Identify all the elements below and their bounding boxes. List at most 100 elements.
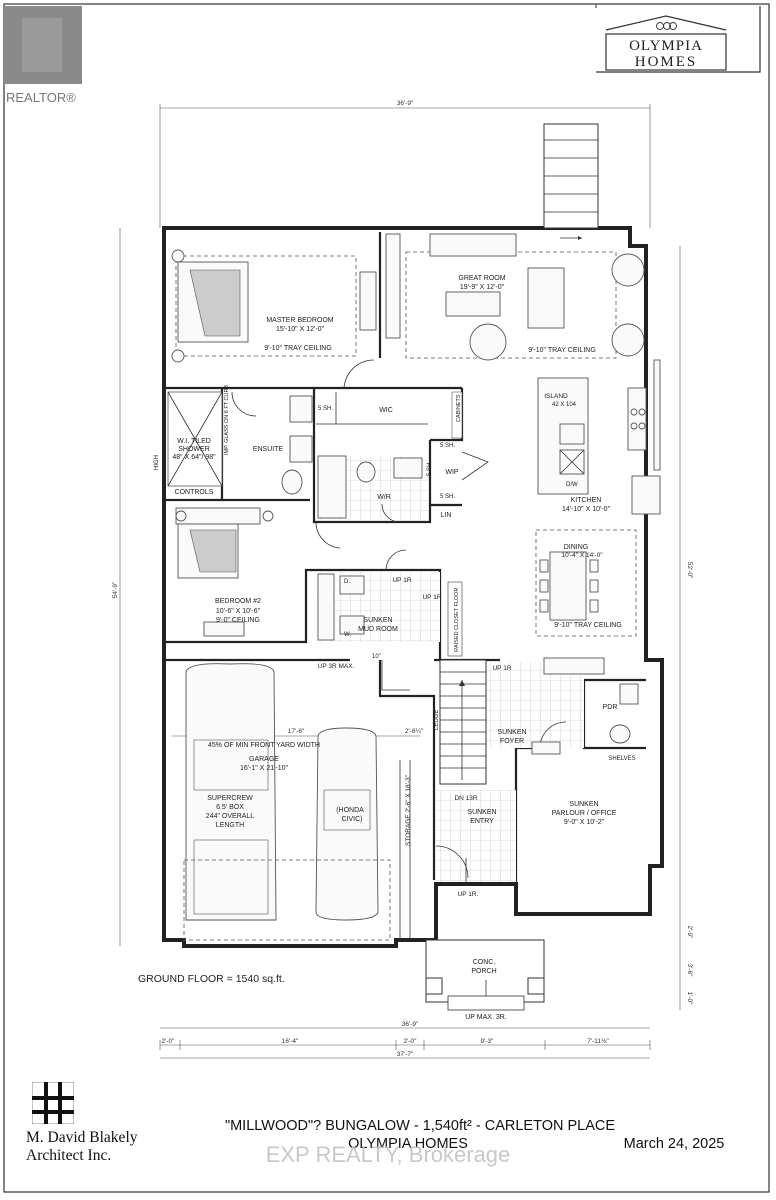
- up1r-label-a: UP 1R: [392, 577, 411, 584]
- shower-line2: SHOWER: [178, 446, 210, 453]
- wr-fixtures: [317, 455, 423, 523]
- mudroom-line2: MUD ROOM: [358, 626, 398, 633]
- shower-line3: 48" X 64"/ 98": [172, 454, 216, 461]
- bedroom2-ceiling: 9'-0" CEILING: [216, 617, 260, 624]
- dim-right-seg-3: 1'-0": [686, 992, 693, 1006]
- mudroom-tile: [316, 572, 440, 642]
- parlour-line1: SUNKEN: [569, 801, 598, 808]
- up-max-3r-label: UP MAX. 3R.: [465, 1014, 507, 1021]
- high-label: HIGH: [154, 455, 160, 470]
- dim-bottom-seg-2: 16'-4": [282, 1038, 299, 1045]
- dim-right-seg-1: 2'-9": [686, 926, 693, 940]
- kitchen-fixtures: [537, 359, 661, 515]
- pdr-fixtures: [609, 683, 639, 744]
- ensuite-fixtures: [167, 391, 313, 495]
- front-yard-note: 45% OF MIN FRONT YARD WIDTH: [208, 742, 320, 749]
- truck-line3: 244" OVERALL: [206, 813, 255, 820]
- truck-line1: SUPERCREW: [207, 795, 253, 802]
- dim-left: 54'-9": [112, 581, 119, 598]
- architect-logo: [28, 1078, 78, 1128]
- exterior-walls: [162, 226, 664, 948]
- ledge-label: LEDGE: [434, 710, 440, 730]
- sh5-label-b: 5 SH.: [440, 443, 455, 449]
- dw-label: D/W: [566, 482, 578, 488]
- up1r-label-b: UP 1R: [422, 594, 441, 601]
- sh5-label-d: 5 SH.: [440, 494, 455, 500]
- garage-name: GARAGE: [249, 756, 279, 763]
- car-line1: (HONDA: [336, 807, 364, 814]
- architect-line2: Architect Inc.: [26, 1147, 111, 1164]
- logo-line2: HOMES: [635, 54, 698, 70]
- up1r-label-c: UP 1R: [492, 665, 511, 672]
- mud-room-fixtures: [317, 549, 463, 691]
- master-bedroom-size: 15'-10" X 12'-0": [276, 326, 325, 333]
- porch-line1: CONC.: [473, 959, 496, 966]
- dining-furniture: [535, 529, 637, 675]
- master-bedroom-furniture: [171, 249, 377, 363]
- island-name: ISLAND: [544, 393, 568, 400]
- dim-bottom-seg-3: 2'-0": [404, 1038, 418, 1045]
- bedroom2-name: BEDROOM #2: [215, 598, 261, 605]
- d-label: D.: [344, 579, 350, 585]
- lin-label: LIN: [441, 512, 452, 519]
- brokerage-watermark: EXP REALTY, Brokerage: [266, 1142, 511, 1167]
- up1r-entry-label: UP 1R.: [458, 891, 479, 898]
- entry-line1: SUNKEN: [467, 809, 496, 816]
- dn13r-label: DN 13R: [454, 795, 477, 802]
- controls-label: CONTROLS: [175, 489, 214, 496]
- porch: [425, 939, 545, 1011]
- dim-bottom-total: 37'-7": [397, 1051, 414, 1058]
- wip-label: WIP: [445, 469, 459, 476]
- kitchen-name: KITCHEN: [571, 497, 602, 504]
- garage-size: 16'-1" X 21'-10": [240, 765, 289, 772]
- pdr-label: PDR: [603, 704, 618, 711]
- foyer-line1: SUNKEN: [497, 729, 526, 736]
- dining-ceiling: 9'-10" TRAY CEILING: [554, 622, 622, 629]
- dimension-lines: 36'-9" 54'-9" 52'-0" 2'-9" 3'-6" 1'-0" 3…: [112, 100, 693, 1059]
- dining-size: 10'-4" X 14'-0": [561, 552, 603, 559]
- storage-label: STORAGE 2'-6" X 18'-3": [405, 774, 412, 846]
- truck-line2: 6.5' BOX: [216, 804, 244, 811]
- dim-bottom-overall: 36'-9": [402, 1021, 419, 1028]
- great-room-ceiling: 9'-10" TRAY CEILING: [528, 347, 596, 354]
- sheet-border: [3, 3, 770, 1193]
- wic-label: WIC: [379, 407, 393, 414]
- realtor-logo: REALTOR®: [4, 6, 82, 105]
- dim-right-seg-2: 3'-6": [686, 964, 693, 978]
- bedroom2-size: 10'-6" X 10'-6": [216, 608, 261, 615]
- master-bedroom-ceiling: 9'-10" TRAY CEILING: [264, 345, 332, 352]
- foyer-tile: [486, 662, 584, 748]
- master-bedroom-name: MASTER BEDROOM: [266, 317, 333, 324]
- dim-bottom-seg-1: 2'-0": [162, 1038, 176, 1045]
- garage-vehicles: 17'-6" 2'-6¼": [172, 663, 424, 941]
- dim-top: 36'-9": [397, 100, 414, 107]
- porch-line2: PORCH: [471, 968, 496, 975]
- entry-line2: ENTRY: [470, 818, 494, 825]
- shower-line1: W.I. TILED: [177, 438, 211, 445]
- wr-label: W/R: [377, 494, 391, 501]
- entry-tile: [436, 790, 516, 882]
- parlour-line2: PARLOUR / OFFICE: [552, 810, 617, 817]
- car-line2: CIVIC): [342, 816, 363, 823]
- dim-right: 52'-0": [686, 562, 693, 579]
- truck-line4: LENGTH: [216, 822, 244, 829]
- kitchen-size: 14'-10" X 10'-0": [562, 506, 611, 513]
- sh5-label-a: 5 SH.: [318, 406, 333, 412]
- raised-closet-label: RAISED CLOSET FLOOR: [454, 588, 460, 652]
- stairs: [439, 659, 487, 785]
- great-room-size: 19'-9" X 12'-0": [460, 284, 505, 291]
- ten-inch-label: 10": [372, 654, 381, 660]
- ensuite-name: ENSUITE: [253, 446, 284, 453]
- up3r-max-label: UP 3R MAX.: [318, 663, 355, 670]
- bedroom-2-furniture: [175, 507, 341, 637]
- great-room-name: GREAT ROOM: [458, 275, 505, 282]
- foyer-line2: FOYER: [500, 738, 524, 745]
- mudroom-line1: SUNKEN: [363, 617, 392, 624]
- footer-title: "MILLWOOD"? BUNGALOW - 1,540ft² - CARLET…: [225, 1118, 615, 1134]
- cabinets-label: CABINETS: [456, 394, 462, 422]
- dining-name: DINING: [564, 544, 589, 551]
- dim-bottom-seg-5: 7'-11⅛": [587, 1038, 609, 1045]
- olympia-homes-logo: OLYMPIA HOMES: [605, 15, 727, 71]
- w-label: W.: [344, 632, 351, 638]
